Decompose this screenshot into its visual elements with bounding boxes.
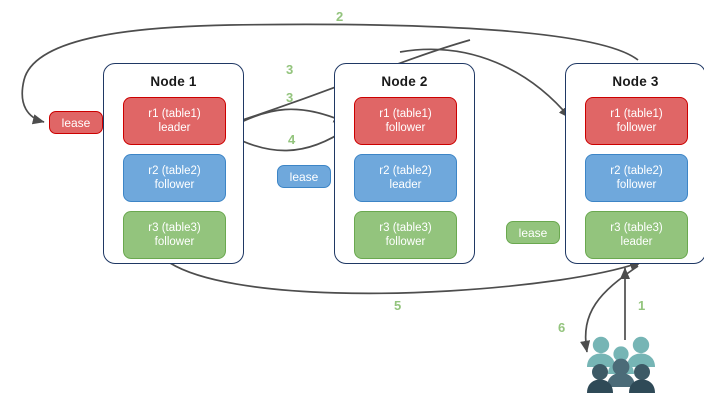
replica-n2r1[interactable]: r1 (table1) follower	[354, 97, 457, 145]
edge-5-node1-to-node3	[169, 261, 642, 295]
lease-pill-r2[interactable]: lease	[277, 165, 331, 188]
replica-n1r1-line1: r1 (table1)	[148, 108, 201, 120]
replica-n1r3[interactable]: r3 (table3) follower	[123, 211, 226, 259]
step-label-2: 2	[336, 9, 344, 24]
replica-n1r3-line1: r3 (table3)	[148, 222, 201, 234]
node-title-node1: Node 1	[150, 74, 197, 89]
node-container-node2[interactable]: Node 2 r1 (table1) follower r2 (table2) …	[334, 63, 475, 264]
replica-n1r3-line2: follower	[154, 236, 195, 248]
replica-n3r1-line1: r1 (table1)	[610, 108, 663, 120]
users-icon	[584, 334, 662, 396]
lease-pill-r3-label: lease	[518, 225, 548, 240]
replica-n2r3-line1: r3 (table3)	[379, 222, 432, 234]
replica-n3r2-line2: follower	[616, 179, 657, 191]
replica-n1r2-line1: r2 (table2)	[148, 165, 201, 177]
lease-pill-r1[interactable]: lease	[49, 111, 103, 134]
replica-n3r1-line2: follower	[616, 122, 657, 134]
lease-pill-r1-label: lease	[61, 115, 91, 130]
replica-n3r3[interactable]: r3 (table3) leader	[585, 211, 688, 259]
replica-n2r2-line1: r2 (table2)	[379, 165, 432, 177]
replica-n1r2[interactable]: r2 (table2) follower	[123, 154, 226, 202]
lease-pill-r2-label: lease	[289, 169, 319, 184]
node-title-node2: Node 2	[381, 74, 428, 89]
replica-n3r3-line1: r3 (table3)	[610, 222, 663, 234]
replica-n2r1-line1: r1 (table1)	[379, 108, 432, 120]
replica-n2r3[interactable]: r3 (table3) follower	[354, 211, 457, 259]
node-title-node3: Node 3	[612, 74, 659, 89]
node-container-node3[interactable]: Node 3 r1 (table1) follower r2 (table2) …	[565, 63, 704, 264]
step-label-3a: 3	[286, 62, 294, 77]
replica-n2r1-line2: follower	[385, 122, 426, 134]
replica-n1r1-line2: leader	[158, 122, 191, 134]
replica-n3r1[interactable]: r1 (table1) follower	[585, 97, 688, 145]
replica-n2r2[interactable]: r2 (table2) leader	[354, 154, 457, 202]
step-label-4: 4	[288, 132, 296, 147]
replica-n1r2-line2: follower	[154, 179, 195, 191]
step-label-6: 6	[558, 320, 566, 335]
replica-n1r1[interactable]: r1 (table1) leader	[123, 97, 226, 145]
replica-n2r3-line2: follower	[385, 236, 426, 248]
users-icon-svg	[587, 336, 655, 393]
step-label-1: 1	[638, 298, 646, 313]
replica-n3r2[interactable]: r2 (table2) follower	[585, 154, 688, 202]
node-container-node1[interactable]: Node 1 r1 (table1) leader r2 (table2) fo…	[103, 63, 244, 264]
replica-n2r2-line2: leader	[389, 179, 422, 191]
lease-pill-r3[interactable]: lease	[506, 221, 560, 244]
replica-n3r2-line1: r2 (table2)	[610, 165, 663, 177]
replica-n3r3-line2: leader	[620, 236, 653, 248]
step-label-5: 5	[394, 298, 402, 313]
step-label-3b: 3	[286, 90, 294, 105]
